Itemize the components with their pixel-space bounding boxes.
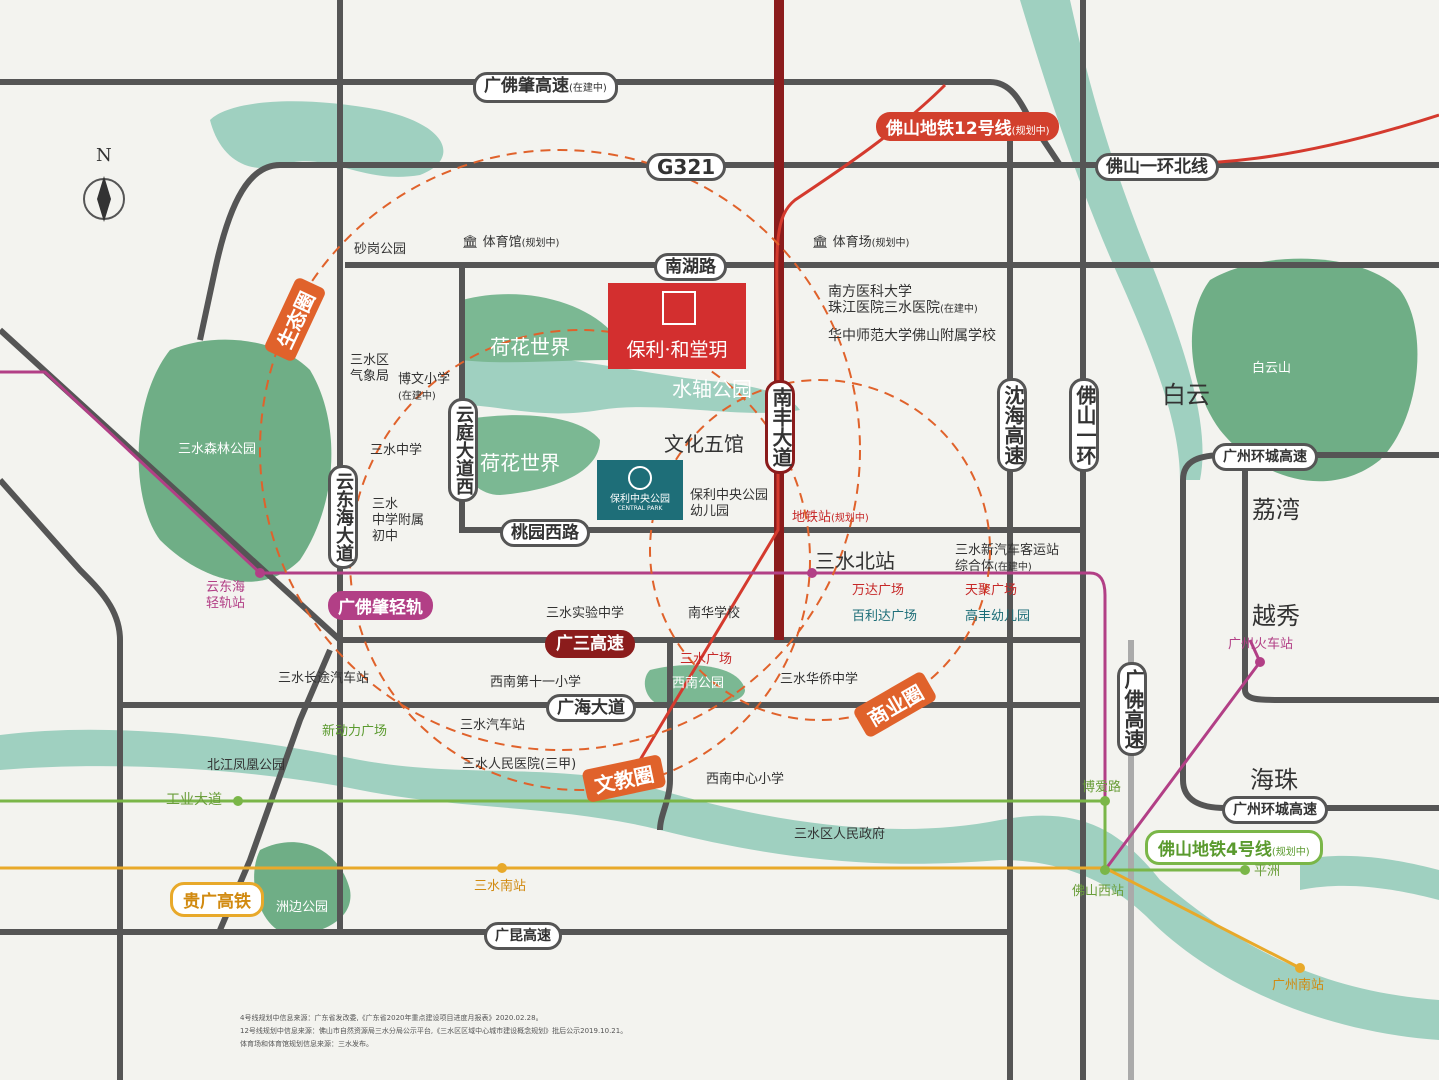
park-name: 保利中央公园: [610, 494, 670, 505]
guangzhou-south-station[interactable]: 广州南站: [1272, 978, 1325, 993]
gongye-line: [0, 799, 1245, 872]
project-logo[interactable]: 保利·和堂玥: [608, 283, 746, 369]
light-rail-line: [0, 370, 1107, 870]
road-label-shenhai: 沈海高速: [997, 378, 1027, 472]
river-main: [0, 729, 1439, 1040]
road-label-taoyuan: 桃园西路: [500, 519, 590, 547]
river-east: [1020, 0, 1203, 480]
guigang-label: 贵广高铁: [170, 882, 264, 917]
lake-center: [462, 355, 800, 414]
poi-sanshui-plaza[interactable]: 三水广场: [680, 652, 733, 667]
road-label-yundonghai: 云东海大道: [328, 465, 358, 569]
district-baiyun: 白云: [1162, 381, 1210, 409]
poi-bailida[interactable]: 百利达广场: [852, 609, 918, 624]
road-label-1huan: 佛山一环: [1069, 378, 1099, 472]
poi-long-bus[interactable]: 三水长途汽车站: [278, 671, 370, 686]
poi-xinan11[interactable]: 西南第十一小学: [490, 675, 582, 690]
poi-hospital2[interactable]: 三水人民医院(三甲): [462, 757, 577, 772]
road-label-gz-ring-top: 广州环城高速: [1212, 443, 1318, 471]
poi-bus-station[interactable]: 三水汽车站: [460, 718, 526, 733]
poi-coach[interactable]: 三水新汽车客运站综合体(在建中): [955, 543, 1060, 574]
poi-culture[interactable]: 文化五馆: [664, 432, 744, 456]
district-haizhu: 海珠: [1250, 766, 1298, 794]
road-label-guangsan: 广三高速: [545, 630, 635, 658]
park-mark-icon: [628, 466, 652, 490]
poi-lotus2[interactable]: 荷花世界: [480, 451, 560, 475]
metro12-label: 佛山地铁12号线(规划中): [876, 112, 1060, 141]
poi-wanda[interactable]: 万达广场: [852, 583, 905, 598]
poi-nanhua[interactable]: 南华学校: [688, 606, 741, 621]
nanfeng-avenue: [774, 0, 784, 640]
compass-label: N: [96, 145, 112, 166]
poi-weather[interactable]: 三水区气象局: [350, 353, 390, 384]
zhoubian-area: [254, 842, 351, 935]
poi-hospital[interactable]: 南方医科大学珠江医院三水医院(在建中): [828, 284, 978, 316]
poi-shagang[interactable]: 砂岗公园: [354, 242, 407, 257]
poi-huazhong[interactable]: 华中师范大学佛山附属学校: [828, 328, 996, 344]
poi-zhoubian[interactable]: 洲边公园: [276, 900, 329, 915]
road-label-guanghai: 广海大道: [546, 694, 636, 722]
central-park-logo[interactable]: 保利中央公园 CENTRAL PARK: [597, 460, 683, 520]
poi-sanshui-middle-affil[interactable]: 三水中学附属初中: [372, 497, 425, 544]
project-name: 保利·和堂玥: [626, 339, 728, 361]
biz-circle: [649, 379, 991, 721]
foshan-west-station[interactable]: 佛山西站: [1072, 884, 1125, 899]
park-name-en: CENTRAL PARK: [617, 505, 663, 512]
road-label-guangfo: 广佛高速: [1117, 662, 1147, 756]
road-label-guangkun: 广昆高速: [484, 922, 562, 950]
yundonghai-station[interactable]: 云东海轻轨站: [206, 580, 246, 611]
gongye-label: 工业大道: [166, 792, 222, 808]
poi-beijiang[interactable]: 北江凤凰公园: [207, 758, 286, 773]
station-dots: [233, 568, 1305, 973]
bohe-station[interactable]: 博爱路: [1082, 780, 1122, 795]
metro-station[interactable]: 地铁站(规划中): [792, 510, 869, 525]
poi-huaqiao[interactable]: 三水华侨中学: [780, 672, 859, 687]
poi-gaofeng[interactable]: 高丰幼儿园: [965, 609, 1031, 624]
sanshui-north-station[interactable]: 三水北站: [815, 549, 895, 573]
road-label-nanfeng: 南丰大道: [765, 380, 795, 474]
poi-sanshui-middle[interactable]: 三水中学: [370, 443, 423, 458]
eco-circle: [259, 149, 861, 751]
poi-bowen[interactable]: 博文小学(在建中): [398, 372, 451, 402]
source-note-1: 4号线规划中信息来源：广东省发改委,《广东省2020年重点建设项目进度月报表》2…: [240, 1014, 543, 1022]
poi-stadium[interactable]: 🏛 体育场(规划中): [812, 235, 910, 250]
poi-tianju[interactable]: 天聚广场: [965, 583, 1018, 598]
guangzhou-train-station[interactable]: 广州火车站: [1228, 637, 1294, 652]
poi-xinli[interactable]: 新动力广场: [322, 724, 388, 739]
road-label-g321: G321: [646, 153, 727, 181]
river-east2: [1300, 855, 1439, 900]
project-logo-mark: [662, 291, 696, 325]
pingzhou-station[interactable]: 平洲: [1254, 864, 1281, 879]
poi-water-axis[interactable]: 水轴公园: [672, 377, 752, 401]
sanshui-south-station[interactable]: 三水南站: [474, 879, 527, 894]
road-label-guangfozhao: 广佛肇高速(在建中): [473, 72, 618, 103]
road-label-1huan-north: 佛山一环北线: [1095, 153, 1219, 181]
poi-baiyun-mtn[interactable]: 白云山: [1252, 361, 1292, 376]
lotus-area: [462, 294, 610, 363]
metro4-label: 佛山地铁4号线(规划中): [1145, 830, 1323, 865]
lake-north: [210, 101, 444, 177]
road-label-nanhu: 南湖路: [654, 253, 727, 281]
road-label-yunting: 云庭大道西: [448, 398, 478, 502]
forest-park-area: [138, 339, 332, 582]
light-rail-label: 广佛肇轻轨: [328, 591, 433, 620]
poi-lotus1[interactable]: 荷花世界: [490, 335, 570, 359]
baiyun-mountain-area: [1191, 258, 1418, 482]
district-yuexiu: 越秀: [1252, 602, 1300, 630]
poi-xinan-center[interactable]: 西南中心小学: [706, 772, 785, 787]
poi-shiyan[interactable]: 三水实验中学: [546, 606, 625, 621]
poi-gov[interactable]: 三水区人民政府: [794, 827, 886, 842]
poi-kindergarten[interactable]: 保利中央公园幼儿园: [690, 488, 769, 519]
lotus-area2: [462, 415, 600, 495]
poi-xinan-park[interactable]: 西南公园: [672, 676, 725, 691]
poi-forest[interactable]: 三水森林公园: [178, 442, 257, 457]
source-note-3: 体育场和体育馆规划信息来源：三水发布。: [240, 1040, 373, 1048]
road-label-gz-ring-bottom: 广州环城高速: [1222, 796, 1328, 824]
source-note-2: 12号线规划中信息来源：佛山市自然资源局三水分局公示平台,《三水区区域中心城市建…: [240, 1027, 628, 1035]
compass-icon: [83, 176, 125, 222]
poi-gymnasium[interactable]: 🏛 体育馆(规划中): [462, 235, 560, 250]
district-liwan: 荔湾: [1252, 496, 1300, 524]
